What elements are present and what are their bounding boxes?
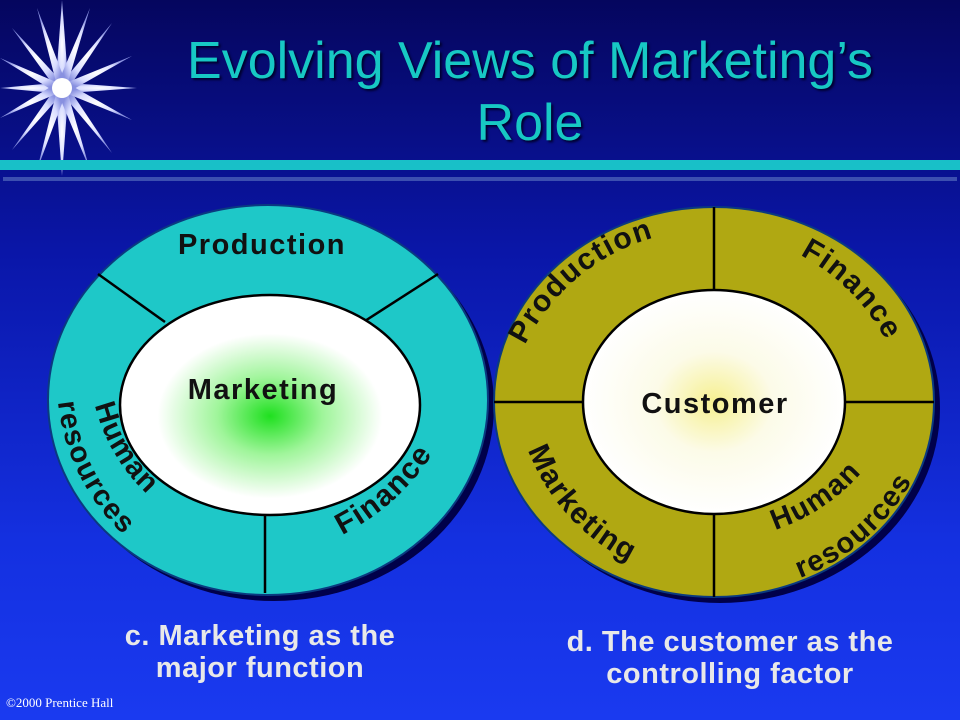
- copyright-notice: ©2000 Prentice Hall: [6, 695, 114, 710]
- center-label-customer: Customer: [641, 388, 788, 420]
- starburst-icon: [0, 0, 137, 176]
- center-customer: [581, 288, 847, 516]
- title-divider: [0, 160, 960, 170]
- segment-production-c: Production: [178, 229, 346, 261]
- caption-d-line-1: d. The customer as the: [566, 626, 894, 658]
- diagram-d: Customer Production Finance Marketing Hu…: [493, 206, 940, 603]
- diagram-c: Production Marketing Finance Human resou…: [47, 204, 494, 601]
- caption-c-line-1: c. Marketing as the: [124, 620, 396, 652]
- slide-title: Evolving Views of Marketing’s Role: [120, 30, 940, 154]
- caption-c-line-2: major function: [155, 652, 365, 684]
- center-label-marketing: Marketing: [188, 374, 338, 406]
- title-line-2: Role: [476, 94, 584, 152]
- caption-d: d. The customer as the controlling facto…: [510, 626, 950, 690]
- caption-d-line-2: controlling factor: [606, 658, 854, 690]
- title-line-1: Evolving Views of Marketing’s: [187, 32, 873, 90]
- center-marketing: [118, 293, 422, 517]
- caption-c: c. Marketing as the major function: [60, 620, 460, 684]
